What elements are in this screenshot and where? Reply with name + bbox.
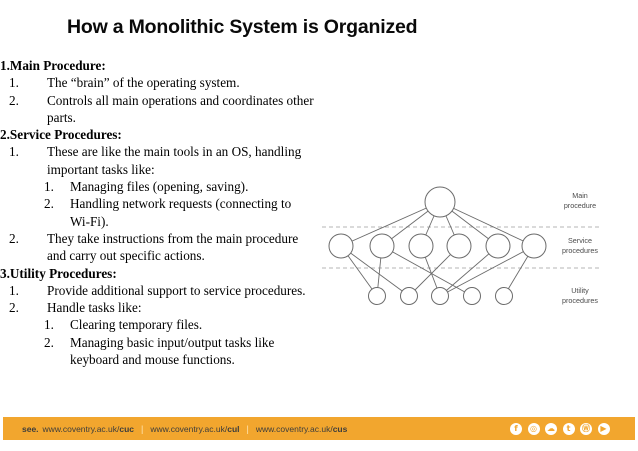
page-title: How a Monolithic System is Organized [67,16,418,38]
list-item: 2.They take instructions from the main p… [9,230,299,264]
diagram-label-main: Main [572,191,588,200]
service-procedures-list: 1.These are like the main tools in an OS… [9,143,317,264]
youtube-icon[interactable]: ▶ [597,422,610,435]
footer-link-cuc[interactable]: www.coventry.ac.uk/cuc [42,423,135,434]
wordpress-icon[interactable]: Ⓦ [580,422,592,435]
footer-links: see. www.coventry.ac.uk/cuc | www.covent… [3,424,347,434]
diagram-label-utility: Utility [571,286,589,295]
list-item: 1.Managing files (opening, saving). [44,179,249,195]
facebook-icon[interactable]: f [510,422,522,435]
footer-link-cus[interactable]: www.coventry.ac.uk/cus [255,423,348,434]
social-icons: f ◎ ☁ t Ⓦ ▶ [510,417,610,440]
section-heading-service-procedures: 2.Service Procedures: [0,127,122,143]
main-procedure-list: 1.The “brain” of the operating system. 2… [9,74,317,126]
list-item: 2.Controls all main operations and coord… [9,92,314,125]
utility-sub-list: 1.Clearing temporary files. 2.Managing b… [44,316,295,368]
list-item: 1.Clearing temporary files. [44,317,203,333]
diagram-label-utility: procedures [562,296,598,305]
section-heading-main-procedure: 1.Main Procedure: [0,58,106,73]
footer-link-cul[interactable]: www.coventry.ac.uk/cul [150,423,240,434]
list-item: 2.Handle tasks like: 1.Clearing temporar… [9,299,317,368]
see-label: see. [22,423,39,434]
section-heading-utility-procedures: 3.Utility Procedures: [0,265,117,281]
list-item: 1.These are like the main tools in an OS… [9,144,302,230]
diagram-label-service: procedures [562,246,598,255]
instagram-icon[interactable]: ◎ [527,422,540,435]
outline-text: 1.Main Procedure: 1.The “brain” of the o… [0,57,332,368]
twitter-icon[interactable]: t [562,422,575,435]
list-item: 1.Provide additional support to service … [9,282,306,298]
separator: | [246,423,249,434]
list-item: 1.The “brain” of the operating system. [9,75,240,91]
diagram-label-service: Service [568,236,592,245]
snapchat-icon[interactable]: ☁ [545,422,557,435]
service-sub-list: 1.Managing files (opening, saving). 2.Ha… [44,178,295,230]
diagram-label-main: procedure [564,201,596,210]
separator: | [141,423,144,434]
utility-procedures-list: 1.Provide additional support to service … [9,282,317,368]
list-item: 2.Handling network requests (connecting … [44,196,292,229]
list-item: 2.Managing basic input/output tasks like… [44,334,275,368]
footer-bar: see. www.coventry.ac.uk/cuc | www.covent… [3,417,635,440]
